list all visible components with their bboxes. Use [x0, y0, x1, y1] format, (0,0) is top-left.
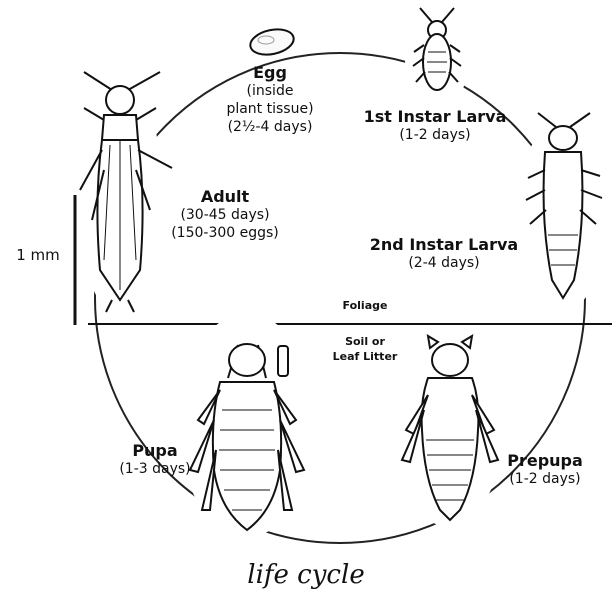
stage-pupa-title: Pupa: [110, 442, 200, 460]
soil-label-line: Soil or: [320, 334, 410, 349]
stage-adult-label: Adult (30-45 days) (150-300 eggs): [160, 188, 290, 242]
stage-larva2-line: (2-4 days): [354, 254, 534, 272]
diagram-caption: life cycle: [0, 560, 612, 590]
stage-adult-title: Adult: [160, 188, 290, 206]
stage-egg-line: plant tissue): [205, 100, 335, 118]
soil-label: Soil or Leaf Litter: [320, 334, 410, 364]
stage-larva1-label: 1st Instar Larva (1-2 days): [350, 108, 520, 144]
stage-prepupa-label: Prepupa (1-2 days): [490, 452, 600, 488]
stage-larva2-title: 2nd Instar Larva: [354, 236, 534, 254]
stage-pupa-line: (1-3 days): [110, 460, 200, 478]
stage-prepupa-line: (1-2 days): [490, 470, 600, 488]
stage-egg-label: Egg (inside plant tissue) (2½-4 days): [205, 64, 335, 136]
stage-egg-line: (2½-4 days): [205, 118, 335, 136]
scale-label: 1 mm: [8, 246, 68, 264]
stage-larva2-label: 2nd Instar Larva (2-4 days): [354, 236, 534, 272]
stage-adult-line: (30-45 days): [160, 206, 290, 224]
stage-larva1-title: 1st Instar Larva: [350, 108, 520, 126]
stage-egg-line: (inside: [205, 82, 335, 100]
foliage-label: Foliage: [320, 298, 410, 313]
stage-adult-line: (150-300 eggs): [160, 224, 290, 242]
stage-egg-title: Egg: [205, 64, 335, 82]
stage-pupa-label: Pupa (1-3 days): [110, 442, 200, 478]
soil-label-line: Leaf Litter: [320, 349, 410, 364]
stage-larva1-line: (1-2 days): [350, 126, 520, 144]
stage-prepupa-title: Prepupa: [490, 452, 600, 470]
